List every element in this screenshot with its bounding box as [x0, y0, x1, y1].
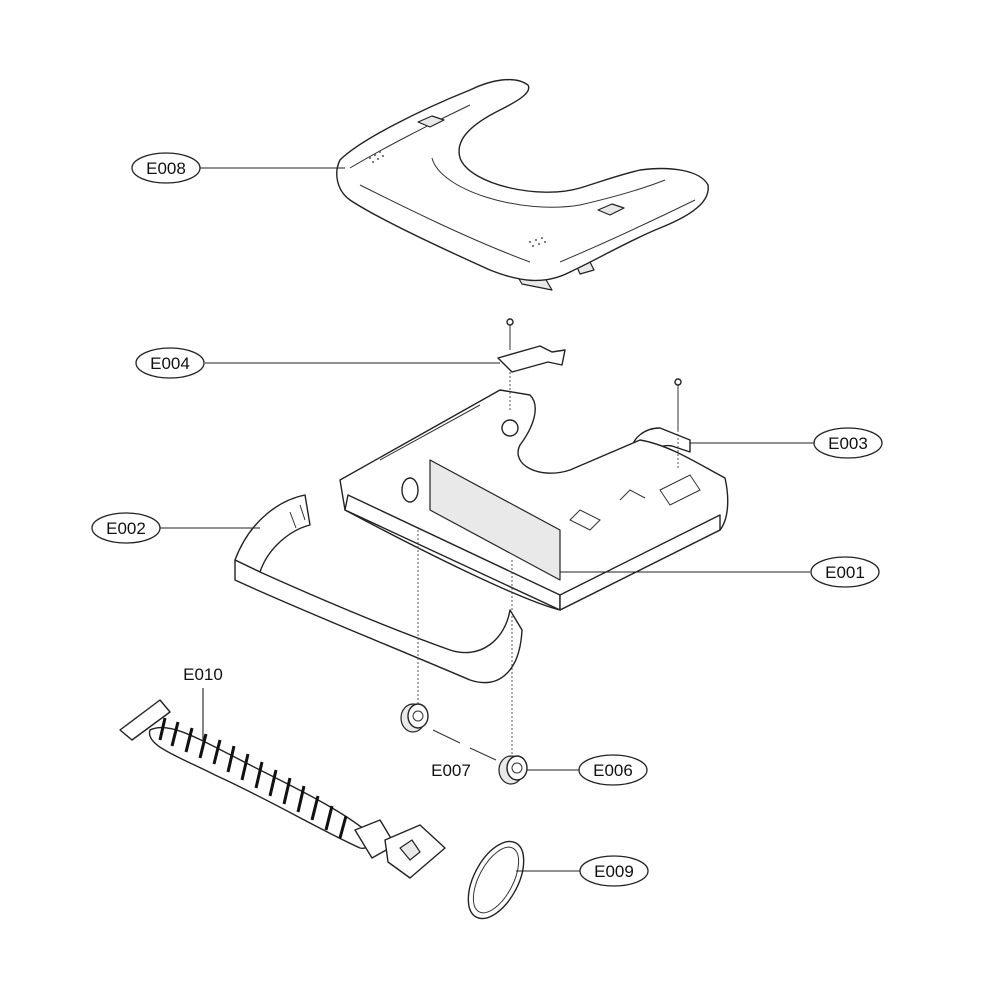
assembly-guides — [417, 372, 679, 755]
label-e003: E003 — [813, 427, 883, 459]
label-e001-text: E001 — [825, 563, 865, 582]
leader-lines — [160, 167, 815, 872]
label-e007-text: E007 — [431, 761, 471, 780]
label-e002: E002 — [91, 512, 161, 544]
label-e010: E010 — [183, 665, 223, 684]
part-e001-base-housing — [339, 389, 729, 611]
label-e004-text: E004 — [150, 354, 190, 373]
part-e007-axle-pins — [432, 729, 497, 761]
label-e004: E004 — [135, 347, 205, 379]
label-e006: E006 — [578, 754, 648, 786]
label-e009: E009 — [579, 855, 649, 887]
label-e007: E007 — [431, 761, 471, 780]
part-e010-brush-roller — [119, 699, 446, 879]
label-e008: E008 — [131, 152, 201, 184]
brush-bristles — [158, 717, 348, 839]
label-e006-text: E006 — [593, 761, 633, 780]
part-e009-belt — [467, 840, 525, 920]
label-e008-text: E008 — [146, 159, 186, 178]
label-e009-text: E009 — [594, 862, 634, 881]
part-e002-front-bumper — [234, 494, 523, 684]
label-e010-text: E010 — [183, 665, 223, 684]
part-e006-wheels — [400, 703, 528, 785]
label-e002-text: E002 — [106, 519, 146, 538]
part-e004-bracket — [497, 318, 566, 373]
label-e001: E001 — [810, 556, 880, 588]
label-e003-text: E003 — [828, 434, 868, 453]
part-e008-top-cover — [336, 78, 709, 291]
